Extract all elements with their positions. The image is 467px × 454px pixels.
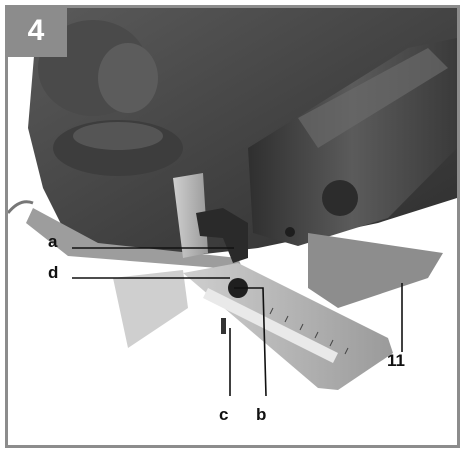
callout-c: c (219, 405, 229, 424)
callout-b: b (256, 405, 267, 424)
fence-leg (113, 270, 188, 348)
scale-pin (221, 318, 226, 334)
planer-photo (8, 8, 457, 397)
blade-plate (308, 233, 443, 308)
callout-11: 11 (387, 351, 405, 370)
power-cable (8, 200, 34, 214)
figure-frame (5, 5, 460, 448)
callout-a: a (48, 232, 58, 251)
figure-number-badge: 4 (5, 5, 67, 57)
leader-lines (72, 247, 403, 397)
clamp-lever (196, 208, 248, 263)
callout-d: d (48, 263, 59, 282)
parallel-guide-bracket (173, 173, 208, 258)
